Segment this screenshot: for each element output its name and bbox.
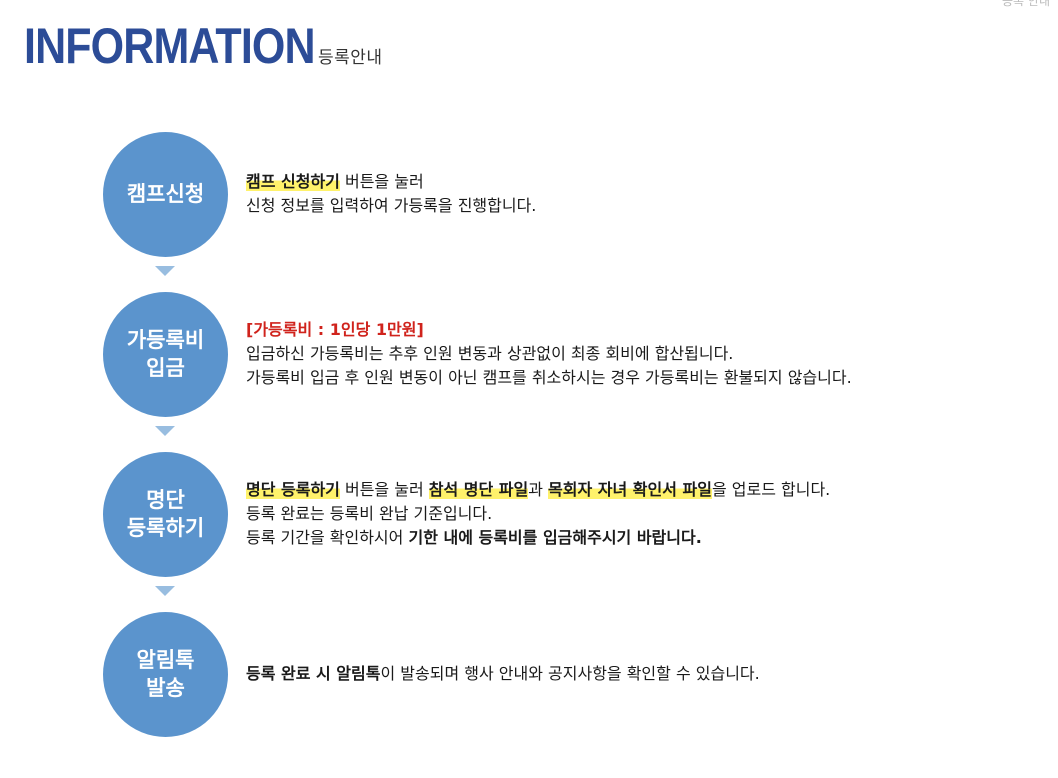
plain-text: 이 발송되며 행사 안내와 공지사항을 확인할 수 있습니다. (380, 664, 760, 683)
step-camp-apply: 캠프신청 캠프 신청하기 버튼을 눌러 신청 정보를 입력하여 가등록을 진행합… (103, 131, 1043, 257)
step-arrow (103, 417, 1043, 451)
step-notification: 알림톡 발송 등록 완료 시 알림톡이 발송되며 행사 안내와 공지사항을 확인… (103, 611, 1043, 737)
bold-text: 기한 내에 등록비를 입금해주시기 바랍니다. (408, 528, 702, 547)
description-line: 등록 기간을 확인하시어 기한 내에 등록비를 입금해주시기 바랍니다. (246, 526, 830, 550)
highlight-text: 목회자 자녀 확인서 파일 (548, 480, 712, 499)
plain-text: 버튼을 눌러 (339, 172, 424, 191)
page-subtitle: 등록안내 (318, 48, 383, 68)
highlight-text: 명단 등록하기 (246, 480, 340, 499)
corner-label: 등록 안내 (1002, 0, 1050, 8)
step-arrow (103, 577, 1043, 611)
step-description: 캠프 신청하기 버튼을 눌러 신청 정보를 입력하여 가등록을 진행합니다. (246, 170, 536, 218)
plain-text: 을 업로드 합니다. (711, 480, 831, 499)
registration-steps: 캠프신청 캠프 신청하기 버튼을 눌러 신청 정보를 입력하여 가등록을 진행합… (103, 131, 1043, 737)
plain-text: 가등록비 입금 후 인원 변동이 아닌 캠프를 취소하시는 경우 가등록비는 환… (246, 368, 852, 387)
plain-text: 신청 정보를 입력하여 가등록을 진행합니다. (246, 196, 537, 215)
highlight-text: 캠프 신청하기 (246, 172, 340, 191)
description-line: 신청 정보를 입력하여 가등록을 진행합니다. (246, 194, 536, 218)
page-title: INFORMATION (24, 18, 316, 74)
description-line: [가등록비 : 1인당 1만원] (246, 318, 852, 342)
description-line: 입금하신 가등록비는 추후 인원 변동과 상관없이 최종 회비에 합산됩니다. (246, 342, 852, 366)
description-line: 등록 완료는 등록비 완납 기준입니다. (246, 502, 830, 526)
description-line: 등록 완료 시 알림톡이 발송되며 행사 안내와 공지사항을 확인할 수 있습니… (246, 662, 760, 686)
bold-text: 등록 완료 시 알림톡 (246, 664, 381, 683)
step-description: 명단 등록하기 버튼을 눌러 참석 명단 파일과 목회자 자녀 확인서 파일을 … (246, 478, 830, 550)
step-description: 등록 완료 시 알림톡이 발송되며 행사 안내와 공지사항을 확인할 수 있습니… (246, 662, 760, 686)
step-deposit: 가등록비 입금 [가등록비 : 1인당 1만원] 입금하신 가등록비는 추후 인… (103, 291, 1043, 417)
description-line: 캠프 신청하기 버튼을 눌러 (246, 170, 536, 194)
plain-text: 버튼을 눌러 (339, 480, 429, 499)
plain-text: 과 (528, 480, 549, 499)
highlight-text: 참석 명단 파일 (428, 480, 529, 499)
description-line: 가등록비 입금 후 인원 변동이 아닌 캠프를 취소하시는 경우 가등록비는 환… (246, 366, 852, 390)
down-arrow-icon (155, 586, 175, 596)
description-line: 명단 등록하기 버튼을 눌러 참석 명단 파일과 목회자 자녀 확인서 파일을 … (246, 478, 830, 502)
page-header: INFORMATION 등록안내 (24, 16, 383, 76)
plain-text: 등록 완료는 등록비 완납 기준입니다. (246, 504, 493, 523)
step-description: [가등록비 : 1인당 1만원] 입금하신 가등록비는 추후 인원 변동과 상관… (246, 318, 852, 390)
plain-text: 등록 기간을 확인하시어 (246, 528, 409, 547)
plain-text: 입금하신 가등록비는 추후 인원 변동과 상관없이 최종 회비에 합산됩니다. (246, 344, 734, 363)
step-roster-upload: 명단 등록하기 명단 등록하기 버튼을 눌러 참석 명단 파일과 목회자 자녀 … (103, 451, 1043, 577)
step-circle: 가등록비 입금 (103, 291, 228, 417)
down-arrow-icon (155, 266, 175, 276)
step-arrow (103, 257, 1043, 291)
step-circle: 캠프신청 (103, 131, 228, 257)
step-circle: 명단 등록하기 (103, 451, 228, 577)
down-arrow-icon (155, 426, 175, 436)
step-circle: 알림톡 발송 (103, 611, 228, 737)
fee-notice: [가등록비 : 1인당 1만원] (246, 320, 424, 339)
